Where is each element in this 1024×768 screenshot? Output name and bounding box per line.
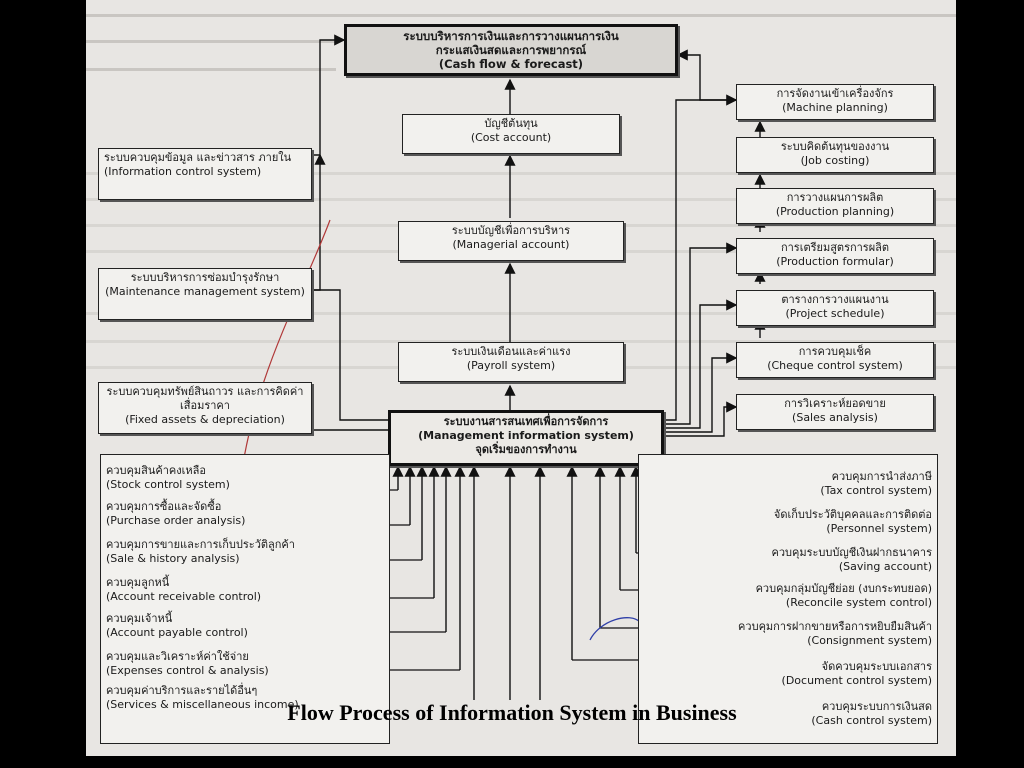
cash-control-thai: ควบคุมระบบการเงินสด xyxy=(821,700,932,713)
top-box-thai-line1: ระบบบริหารการเงินและการวางแผนการเงิน xyxy=(403,29,619,43)
stock-control-thai: ควบคุมสินค้าคงเหลือ xyxy=(106,464,206,477)
sales-analysis-thai: การวิเคราะห์ยอดขาย xyxy=(784,397,886,410)
sale-history-thai: ควบคุมการขายและการเก็บประวัติลูกค้า xyxy=(106,538,295,551)
fixed-assets-box: ระบบควบคุมทรัพย์สินถาวร และการคิดค่าเสื่… xyxy=(98,382,312,434)
personnel-english: (Personnel system) xyxy=(826,522,932,535)
consignment-english: (Consignment system) xyxy=(807,634,932,647)
cost-account-box: บัญชีต้นทุน (Cost account) xyxy=(402,114,620,154)
cash-flow-forecast-box: ระบบบริหารการเงินและการวางแผนการเงิน กระ… xyxy=(344,24,678,76)
cheque-control-box: การควบคุมเช็ค (Cheque control system) xyxy=(736,342,934,378)
list-item-reconcile: ควบคุมกลุ่มบัญชีย่อย (งบกระทบยอด)(Reconc… xyxy=(660,582,932,610)
background-text-line xyxy=(86,340,956,343)
maintenance-english: (Maintenance management system) xyxy=(105,285,305,298)
top-box-english: (Cash flow & forecast) xyxy=(438,57,584,71)
background-text-line xyxy=(86,14,956,17)
background-text-line xyxy=(86,40,336,43)
project-schedule-english: (Project schedule) xyxy=(785,307,885,320)
reconcile-english: (Reconcile system control) xyxy=(785,596,932,609)
saving-account-thai: ควบคุมระบบบัญชีเงินฝากธนาคาร xyxy=(771,546,932,559)
tax-control-english: (Tax control system) xyxy=(820,484,932,497)
tax-control-thai: ควบคุมการนำส่งภาษี xyxy=(831,470,932,483)
information-control-thai: ระบบควบคุมข้อมูล และข่าวสาร ภายใน xyxy=(104,151,292,164)
top-box-thai-line2: กระแสเงินสดและการพยากรณ์ xyxy=(435,43,587,57)
project-schedule-thai: ตารางการวางแผนงาน xyxy=(781,293,889,306)
production-planning-english: (Production planning) xyxy=(775,205,895,218)
fixed-assets-english: (Fixed assets & depreciation) xyxy=(125,413,285,426)
production-planning-thai: การวางแผนการผลิต xyxy=(786,191,884,204)
list-item-personnel: จัดเก็บประวัติบุคคลและการติดต่อ(Personne… xyxy=(690,508,932,536)
mis-starting-point: จุดเริ่มของการทำงาน xyxy=(475,443,577,456)
list-item-purchase-order: ควบคุมการซื้อและจัดซื้อ(Purchase order a… xyxy=(106,500,245,528)
job-costing-english: (Job costing) xyxy=(800,154,870,167)
production-planning-box: การวางแผนการผลิต (Production planning) xyxy=(736,188,934,224)
list-item-account-payable: ควบคุมเจ้าหนี้(Account payable control) xyxy=(106,612,248,640)
services-income-thai: ควบคุมค่าบริการและรายได้อื่นๆ xyxy=(106,684,258,697)
sales-analysis-english: (Sales analysis) xyxy=(792,411,878,424)
services-income-english: (Services & miscellaneous income) xyxy=(106,698,299,711)
fixed-assets-thai: ระบบควบคุมทรัพย์สินถาวร และการคิดค่าเสื่… xyxy=(106,385,304,412)
background-text-line xyxy=(86,172,956,175)
list-item-consignment: ควบคุมการฝากขายหรือการหยิบยืมสินค้า(Cons… xyxy=(640,620,932,648)
management-information-system-box: ระบบงานสารสนเทศเพื่อการจัดการ (Managemen… xyxy=(388,410,664,466)
list-item-account-receivable: ควบคุมลูกหนี้(Account receivable control… xyxy=(106,576,261,604)
account-receivable-english: (Account receivable control) xyxy=(106,590,262,603)
background-text-line xyxy=(86,312,956,315)
information-control-english: (Information control system) xyxy=(104,165,262,178)
mis-thai: ระบบงานสารสนเทศเพื่อการจัดการ xyxy=(443,415,609,428)
production-formular-thai: การเตรียมสูตรการผลิต xyxy=(780,241,890,254)
cheque-control-english: (Cheque control system) xyxy=(767,359,903,372)
expenses-english: (Expenses control & analysis) xyxy=(106,664,269,677)
project-schedule-box: ตารางการวางแผนงาน (Project schedule) xyxy=(736,290,934,326)
list-item-sale-history: ควบคุมการขายและการเก็บประวัติลูกค้า(Sale… xyxy=(106,538,295,566)
document-control-thai: จัดควบคุมระบบเอกสาร xyxy=(821,660,932,673)
sale-history-english: (Sale & history analysis) xyxy=(106,552,240,565)
payroll-system-box: ระบบเงินเดือนและค่าแรง (Payroll system) xyxy=(398,342,624,382)
managerial-account-box: ระบบบัญชีเพื่อการบริหาร (Managerial acco… xyxy=(398,221,624,261)
managerial-account-english: (Managerial account) xyxy=(452,238,570,251)
payroll-thai: ระบบเงินเดือนและค่าแรง xyxy=(451,345,571,358)
production-formular-box: การเตรียมสูตรการผลิต (Production formula… xyxy=(736,238,934,274)
cheque-control-thai: การควบคุมเช็ค xyxy=(798,345,872,358)
job-costing-box: ระบบคิดต้นทุนของงาน (Job costing) xyxy=(736,137,934,173)
expenses-thai: ควบคุมและวิเคราะห์ค่าใช้จ่าย xyxy=(106,650,249,663)
list-item-stock-control: ควบคุมสินค้าคงเหลือ(Stock control system… xyxy=(106,464,230,492)
information-control-box: ระบบควบคุมข้อมูล และข่าวสาร ภายใน (Infor… xyxy=(98,148,312,200)
machine-planning-english: (Machine planning) xyxy=(782,101,888,114)
consignment-thai: ควบคุมการฝากขายหรือการหยิบยืมสินค้า xyxy=(738,620,932,633)
list-item-services-income: ควบคุมค่าบริการและรายได้อื่นๆ(Services &… xyxy=(106,684,299,712)
account-payable-thai: ควบคุมเจ้าหนี้ xyxy=(106,612,173,625)
machine-planning-thai: การจัดงานเข้าเครื่องจักร xyxy=(776,87,894,100)
account-receivable-thai: ควบคุมลูกหนี้ xyxy=(106,576,170,589)
purchase-order-english: (Purchase order analysis) xyxy=(106,514,246,527)
cost-account-english: (Cost account) xyxy=(470,131,552,144)
sales-analysis-box: การวิเคราะห์ยอดขาย (Sales analysis) xyxy=(736,394,934,430)
account-payable-english: (Account payable control) xyxy=(106,626,248,639)
bottom-left-subsystems-panel xyxy=(100,454,390,744)
job-costing-thai: ระบบคิดต้นทุนของงาน xyxy=(780,140,890,153)
saving-account-english: (Saving account) xyxy=(838,560,932,573)
list-item-expenses: ควบคุมและวิเคราะห์ค่าใช้จ่าย(Expenses co… xyxy=(106,650,269,678)
list-item-saving-account: ควบคุมระบบบัญชีเงินฝากธนาคาร(Saving acco… xyxy=(690,546,932,574)
cash-control-english: (Cash control system) xyxy=(811,714,932,727)
list-item-document-control: จัดควบคุมระบบเอกสาร(Document control sys… xyxy=(690,660,932,688)
production-formular-english: (Production formular) xyxy=(776,255,894,268)
background-text-line xyxy=(86,198,956,201)
cost-account-thai: บัญชีต้นทุน xyxy=(484,117,538,130)
document-control-english: (Document control system) xyxy=(781,674,932,687)
stock-control-english: (Stock control system) xyxy=(106,478,230,491)
purchase-order-thai: ควบคุมการซื้อและจัดซื้อ xyxy=(106,500,222,513)
maintenance-thai: ระบบบริหารการซ่อมบำรุงรักษา xyxy=(130,271,280,284)
maintenance-management-box: ระบบบริหารการซ่อมบำรุงรักษา (Maintenance… xyxy=(98,268,312,320)
mis-english: (Management information system) xyxy=(418,429,634,442)
background-text-line xyxy=(86,68,336,71)
machine-planning-box: การจัดงานเข้าเครื่องจักร (Machine planni… xyxy=(736,84,934,120)
personnel-thai: จัดเก็บประวัติบุคคลและการติดต่อ xyxy=(773,508,932,521)
slide-caption: Flow Process of Information System in Bu… xyxy=(287,700,737,725)
list-item-tax-control: ควบคุมการนำส่งภาษี(Tax control system) xyxy=(724,470,932,498)
reconcile-thai: ควบคุมกลุ่มบัญชีย่อย (งบกระทบยอด) xyxy=(755,582,932,595)
bottom-right-subsystems-panel xyxy=(638,454,938,744)
list-item-cash-control: ควบคุมระบบการเงินสด(Cash control system) xyxy=(690,700,932,728)
payroll-english: (Payroll system) xyxy=(466,359,556,372)
managerial-account-thai: ระบบบัญชีเพื่อการบริหาร xyxy=(451,224,571,237)
